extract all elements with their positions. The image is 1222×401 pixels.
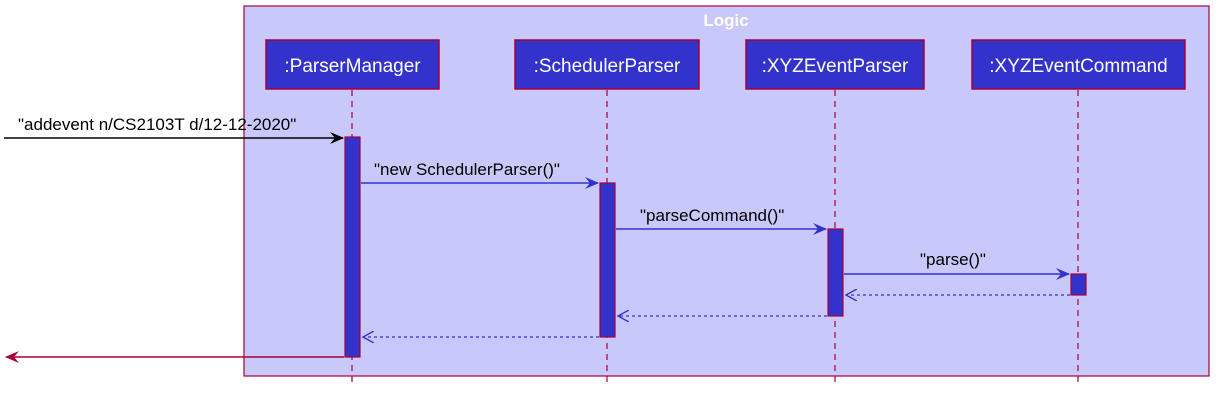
activation-xyz-event-command (1070, 273, 1087, 296)
participant-scheduler-parser: :SchedulerParser (514, 39, 700, 90)
participant-label: :SchedulerParser (534, 56, 681, 77)
message-addevent: "addevent n/CS2103T d/12-12-2020" (4, 115, 344, 144)
message-parse: "parse()" (844, 250, 1070, 280)
participant-xyz-event-parser: :XYZEventParser (745, 39, 925, 90)
participant-label: :XYZEventCommand (989, 56, 1167, 77)
message-label: "parseCommand()" (640, 206, 784, 225)
message-label: "new SchedulerParser()" (374, 160, 560, 179)
activations (344, 136, 1087, 358)
message-label: "addevent n/CS2103T d/12-12-2020" (18, 115, 296, 134)
message-parse-command: "parseCommand()" (616, 206, 827, 235)
return-messages (363, 295, 1070, 337)
activation-xyz-event-parser (827, 228, 844, 317)
boundary-title: Logic (703, 11, 748, 30)
participant-label: :XYZEventParser (762, 56, 909, 77)
participant-xyz-event-command: :XYZEventCommand (971, 39, 1186, 90)
participant-parser-manager: :ParserManager (265, 39, 440, 90)
message-label: "parse()" (920, 250, 986, 269)
participant-label: :ParserManager (284, 56, 421, 77)
message-new-scheduler-parser: "new SchedulerParser()" (361, 160, 599, 189)
activation-scheduler-parser (599, 182, 616, 338)
activation-parser-manager (344, 136, 361, 358)
